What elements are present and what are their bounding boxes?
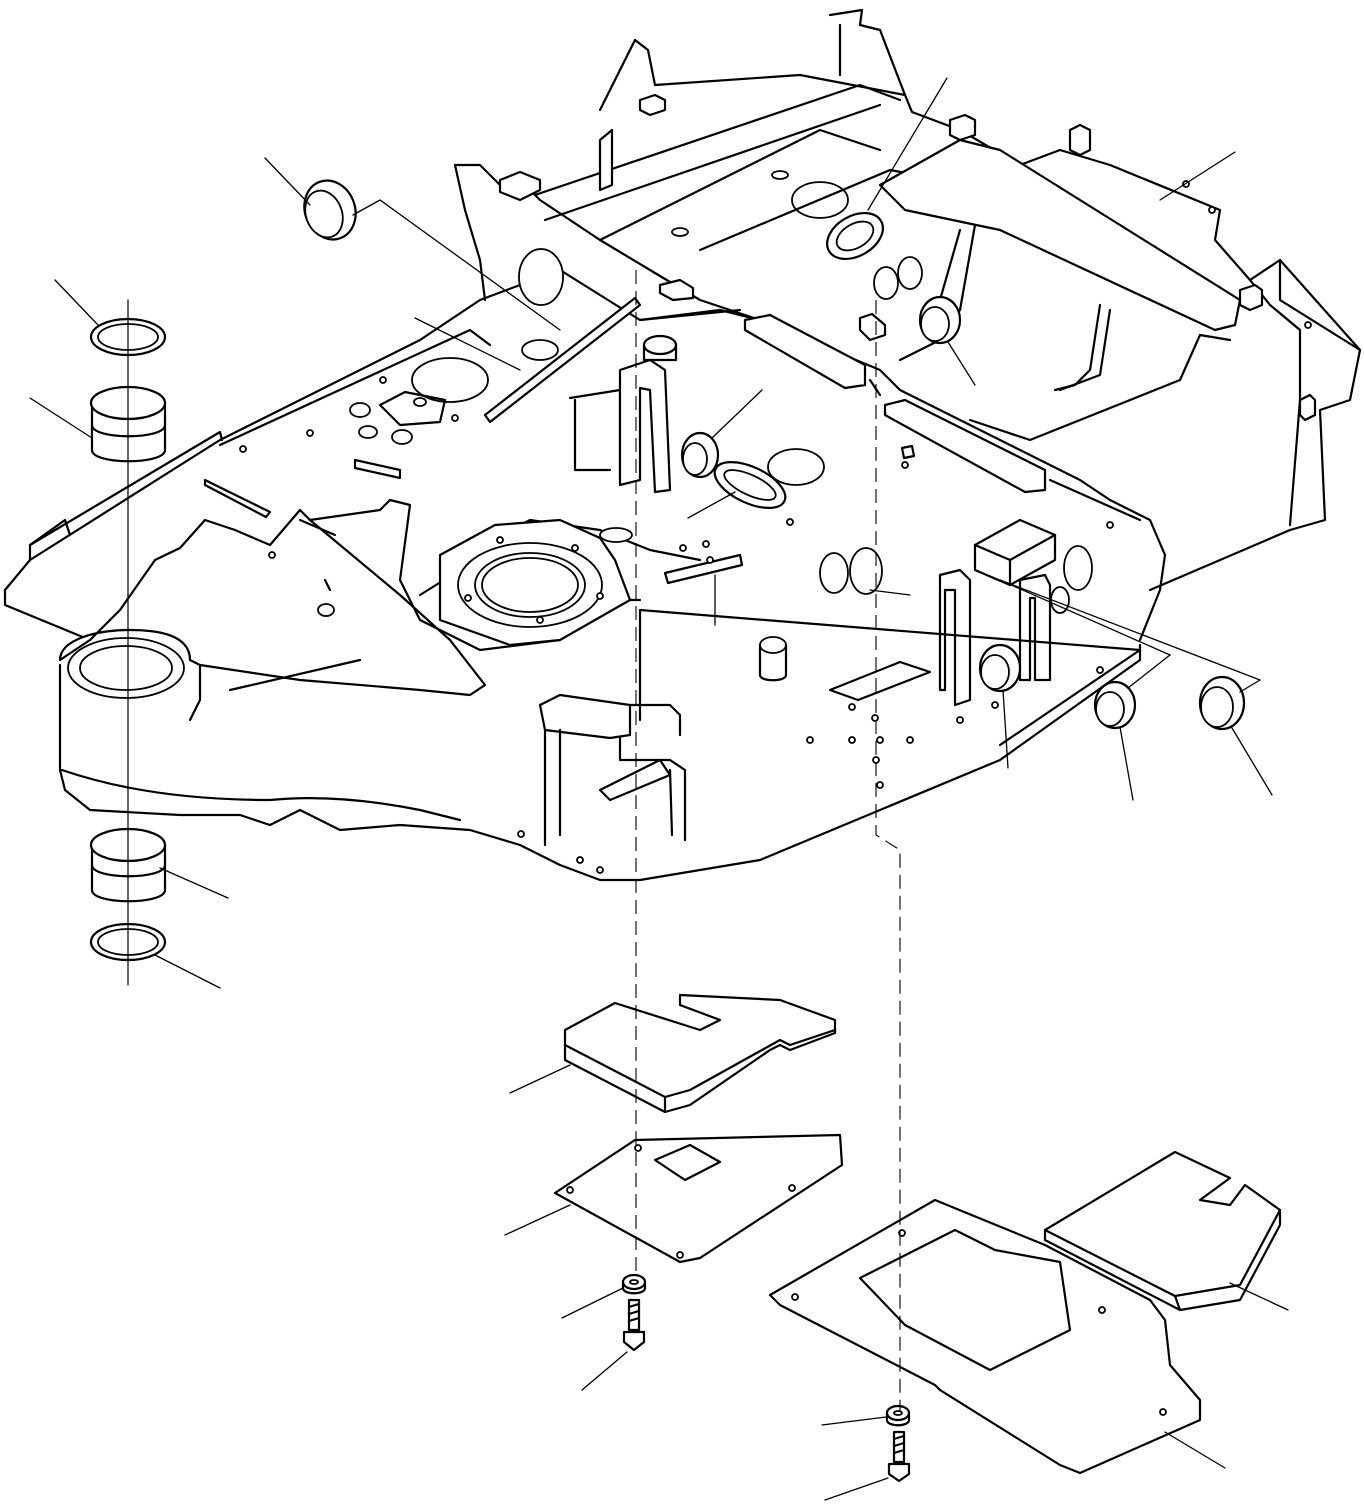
- bolt-right: [887, 1430, 911, 1483]
- grommet-rear-mid: [918, 295, 962, 345]
- leader-pad-right: [1229, 1282, 1289, 1311]
- leader-rear-beam: [1159, 151, 1236, 201]
- cable-grommets: [303, 179, 1246, 731]
- leader-grommet-right-2: [1119, 726, 1134, 801]
- leader-grommet-right-1: [1002, 689, 1009, 769]
- cover-plate-left: [553, 1133, 844, 1264]
- cover-plate-right: [768, 1198, 1202, 1475]
- grommet-right-3: [1198, 675, 1246, 731]
- leader-cover-plate-left: [504, 1204, 571, 1236]
- grommet-oval-rear: [826, 211, 884, 261]
- grommet-oval-center: [713, 461, 787, 509]
- pad-right: [1043, 1150, 1282, 1312]
- insulation-pads: [563, 993, 1282, 1312]
- grommet-right-1: [978, 643, 1022, 693]
- leader-bolt-right: [824, 1477, 889, 1501]
- bolt-left: [622, 1298, 646, 1352]
- grommet-center: [680, 431, 720, 479]
- leader-oval-grommet: [867, 77, 948, 211]
- leader-washer-right: [821, 1416, 887, 1426]
- assembly-center-lines: [352, 199, 1261, 1412]
- leader-oval-grommet-center: [687, 491, 736, 519]
- leader-grommet-center: [711, 389, 763, 439]
- bolts-and-washers: [621, 1273, 911, 1483]
- washer-left: [621, 1273, 647, 1295]
- leader-lower-seal: [154, 954, 221, 989]
- leader-grommet-rear-left: [264, 157, 311, 206]
- leader-pad-left: [509, 1064, 571, 1094]
- underside-cover-plates: [553, 1133, 1202, 1475]
- callout-leaders: [29, 77, 1289, 1501]
- leader-grommet-rear-mid: [947, 341, 976, 386]
- leader-grommet-right-3: [1231, 727, 1273, 796]
- leader-upper-seal: [54, 279, 99, 326]
- grommet-rear-left: [303, 179, 357, 241]
- leader-cover-plate-right: [1164, 1431, 1226, 1469]
- grommet-right-2: [1093, 680, 1137, 730]
- boom-bracket-bushings: [89, 299, 167, 986]
- leader-deck-bar: [414, 317, 521, 371]
- leader-lower-bushing: [159, 867, 229, 899]
- leader-upper-bushing: [29, 397, 93, 439]
- revolving-frame: [3, 8, 1362, 882]
- leader-bolt-left: [581, 1351, 628, 1391]
- leader-washer-left: [561, 1287, 624, 1319]
- washer-right: [885, 1404, 911, 1427]
- pad-left: [563, 993, 837, 1114]
